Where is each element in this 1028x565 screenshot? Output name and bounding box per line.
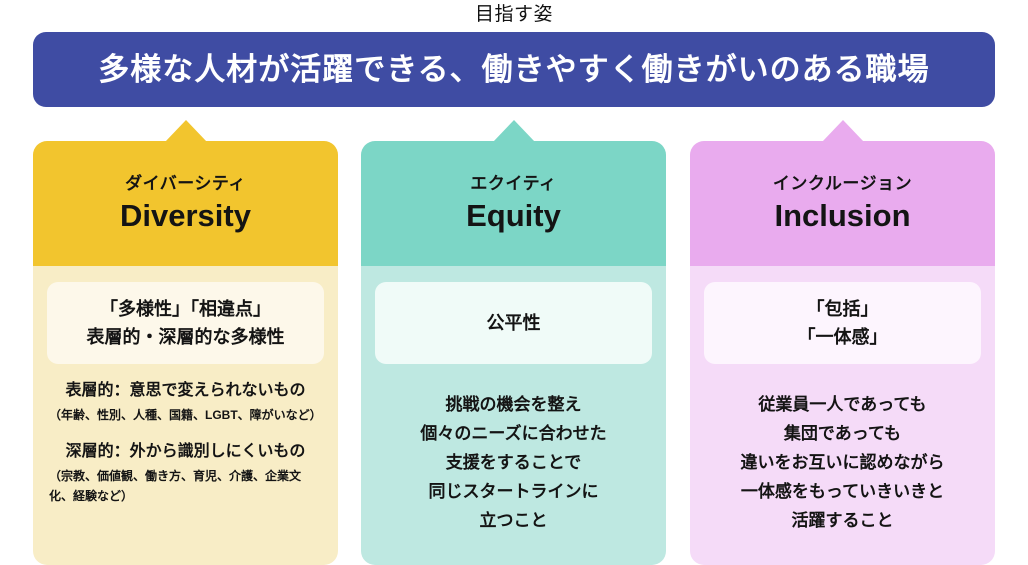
pillar-label-en: Equity (466, 198, 561, 233)
detail-note: （年齢、性別、人種、国籍、LGBT、障がいなど） (49, 408, 322, 422)
pillar-body-diversity: 「多様性」「相違点」 表層的・深層的な多様性 表層的：意思で変えられないもの （… (33, 266, 338, 565)
description-equity: 挑戦の機会を整え 個々のニーズに合わせた 支援をすることで 同じスタートラインに… (375, 390, 652, 535)
pillar-label-jp: エクイティ (470, 174, 557, 193)
keyword-box-diversity: 「多様性」「相違点」 表層的・深層的な多様性 (47, 282, 324, 364)
pillar-header-diversity: ダイバーシティ Diversity (33, 141, 338, 266)
description-line: 立つこと (479, 511, 548, 530)
pillar-inclusion: インクルージョン Inclusion 「包括」 「一体感」 従業員一人であっても… (690, 120, 995, 565)
pillar-equity: エクイティ Equity 公平性 挑戦の機会を整え 個々のニーズに合わせた 支援… (361, 120, 666, 565)
pillar-label-jp: インクルージョン (772, 174, 913, 193)
keyword-box-equity: 公平性 (375, 282, 652, 364)
pillar-header-inclusion: インクルージョン Inclusion (690, 141, 995, 266)
pillar-body-equity: 公平性 挑戦の機会を整え 個々のニーズに合わせた 支援をすることで 同じスタート… (361, 266, 666, 565)
vision-banner-text: 多様な人材が活躍できる、働きやすく働きがいのある職場 (98, 51, 930, 87)
description-line: 従業員一人であっても (758, 395, 927, 414)
pillar-label-en: Diversity (120, 198, 251, 233)
pillar-label-jp: ダイバーシティ (125, 174, 246, 193)
description-line: 挑戦の機会を整え (445, 395, 582, 414)
detail-heading: 表層的：意思で変えられないもの (65, 382, 306, 399)
keyword-line: 「一体感」 (797, 327, 888, 347)
description-line: 同じスタートラインに (428, 482, 599, 501)
keyword-box-inclusion: 「包括」 「一体感」 (704, 282, 981, 364)
page-title: 目指す姿 (474, 4, 553, 25)
pillar-header-equity: エクイティ Equity (361, 141, 666, 266)
detail-heading: 深層的：外から識別しにくいもの (65, 443, 306, 460)
keyword-line: 公平性 (486, 313, 541, 333)
keyword-line: 表層的・深層的な多様性 (86, 327, 285, 347)
description-line: 個々のニーズに合わせた (420, 424, 607, 443)
keyword-line: 「多様性」「相違点」 (100, 299, 271, 319)
description-inclusion: 従業員一人であっても 集団であっても 違いをお互いに認めながら 一体感をもってい… (704, 390, 981, 535)
vision-banner: 多様な人材が活躍できる、働きやすく働きがいのある職場 (33, 32, 995, 107)
description-line: 違いをお互いに認めながら (740, 453, 945, 472)
pillar-body-inclusion: 「包括」 「一体感」 従業員一人であっても 集団であっても 違いをお互いに認めな… (690, 266, 995, 565)
pillar-label-en: Inclusion (774, 198, 911, 233)
pillar-diversity: ダイバーシティ Diversity 「多様性」「相違点」 表層的・深層的な多様性… (33, 120, 338, 565)
description-line: 集団であっても (783, 424, 902, 443)
detail-block-surface: 表層的：意思で変えられないもの （年齢、性別、人種、国籍、LGBT、障がいなど） (47, 379, 324, 425)
description-line: 支援をすることで (445, 453, 582, 472)
description-line: 一体感をもっていきいきと (740, 482, 945, 501)
pillar-arrow-inclusion (821, 120, 864, 142)
pillar-columns: ダイバーシティ Diversity 「多様性」「相違点」 表層的・深層的な多様性… (0, 119, 1028, 565)
pillar-arrow-equity (492, 120, 535, 142)
detail-block-deep: 深層的：外から識別しにくいもの （宗教、価値観、働き方、育児、介護、企業文化、経… (47, 440, 324, 506)
detail-note: （宗教、価値観、働き方、育児、介護、企業文化、経験など） (49, 469, 302, 503)
pillar-arrow-diversity (164, 120, 207, 142)
keyword-line: 「包括」 (806, 299, 879, 319)
description-line: 活躍すること (791, 511, 894, 530)
